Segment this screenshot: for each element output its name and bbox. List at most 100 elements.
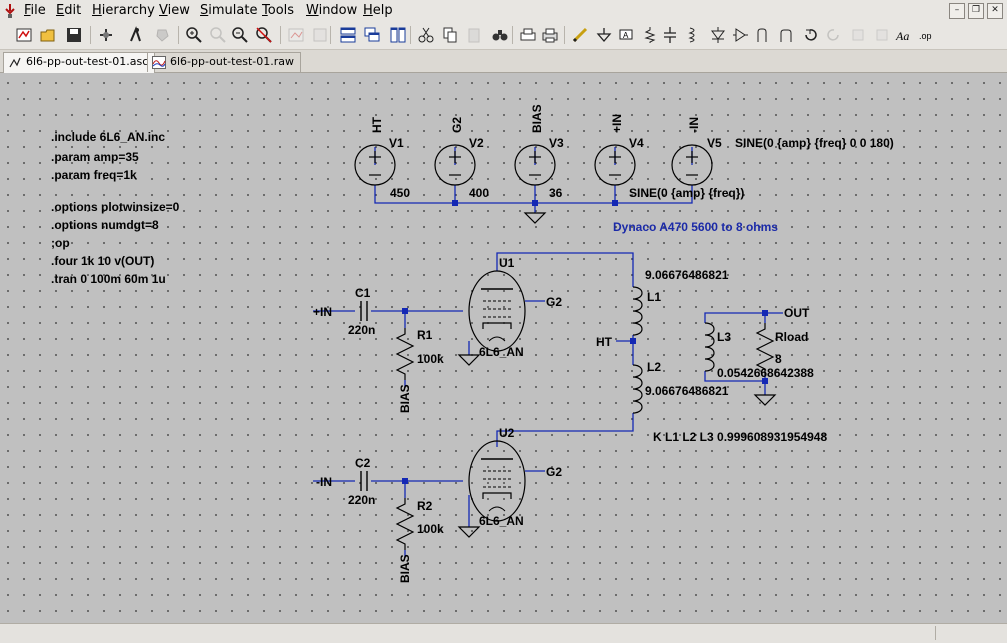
- open-icon[interactable]: [38, 25, 58, 45]
- inductor-l1-value: 9.06676486821: [645, 268, 729, 282]
- halt-icon[interactable]: [152, 25, 172, 45]
- run-icon[interactable]: [14, 25, 34, 45]
- document-tabs: 6l6-pp-out-test-01.asc 6l6-pp-out-test-0…: [0, 50, 1007, 73]
- toolbar-separator: [90, 26, 91, 44]
- inductor-icon[interactable]: [684, 25, 704, 45]
- resistor-r2[interactable]: [396, 497, 414, 551]
- resistor-rload-value: 8: [775, 352, 782, 366]
- junction-dots: [402, 308, 768, 484]
- close-icon[interactable]: ✕: [987, 3, 1003, 19]
- directive-op[interactable]: ;op: [51, 236, 70, 250]
- cascade-icon[interactable]: [362, 25, 382, 45]
- resistor-icon[interactable]: [640, 25, 660, 45]
- tube-u1[interactable]: [468, 270, 526, 352]
- comment-dynaco[interactable]: Dynaco A470 5600 to 8 ohms: [613, 220, 778, 234]
- ground-sources: [524, 212, 546, 224]
- schematic-canvas[interactable]: .include 6L6_AN.inc .param amp=35 .param…: [0, 73, 1007, 623]
- print-setup-icon[interactable]: [518, 25, 538, 45]
- capacitor-c2[interactable]: [360, 471, 368, 491]
- inductor-l1-name: L1: [647, 290, 661, 304]
- print-icon[interactable]: [540, 25, 560, 45]
- source-v3-name: V3: [549, 136, 564, 150]
- component-icon[interactable]: [730, 25, 750, 45]
- find-icon[interactable]: [490, 25, 510, 45]
- net-label-bias: BIAS: [530, 104, 544, 133]
- resistor-r1[interactable]: [396, 327, 414, 381]
- move-icon[interactable]: [752, 25, 772, 45]
- pan-icon[interactable]: [208, 25, 228, 45]
- directive-numdgt[interactable]: .options numdgt=8: [51, 218, 159, 232]
- menu-file[interactable]: File: [24, 3, 46, 18]
- resistor-rload-name: Rload: [775, 330, 808, 344]
- menu-help[interactable]: Help: [363, 3, 393, 18]
- copy-icon[interactable]: [440, 25, 460, 45]
- zoom-in-icon[interactable]: [184, 25, 204, 45]
- source-v1-name: V1: [389, 136, 404, 150]
- run-sim-icon[interactable]: [126, 25, 146, 45]
- net-label-ht: HT: [370, 116, 384, 133]
- directive-param-freq[interactable]: .param freq=1k: [51, 168, 137, 182]
- junction-dots-sources: [452, 200, 618, 206]
- ground-icon[interactable]: [594, 25, 614, 45]
- tab-waveform[interactable]: 6l6-pp-out-test-01.raw: [147, 52, 301, 72]
- menu-view[interactable]: View: [159, 3, 190, 18]
- zoom-cancel-icon[interactable]: [254, 25, 274, 45]
- tab-schematic[interactable]: 6l6-pp-out-test-01.asc: [3, 52, 156, 73]
- menu-hierarchy[interactable]: Hierarchy: [92, 3, 155, 18]
- net-label-u1-bias: BIAS: [398, 384, 412, 413]
- source-v3-value: 36: [549, 186, 563, 200]
- undo-icon[interactable]: [800, 25, 820, 45]
- directive-param-amp[interactable]: .param amp=35: [51, 150, 139, 164]
- zoom-out-icon[interactable]: [230, 25, 250, 45]
- inductor-l2[interactable]: [632, 364, 643, 414]
- inductor-l3[interactable]: [704, 322, 715, 372]
- redo-icon[interactable]: [824, 25, 844, 45]
- net-label-u2-input: -IN: [316, 475, 332, 489]
- ltspice-app-icon: [5, 4, 15, 18]
- capacitor-c1[interactable]: [360, 301, 368, 321]
- ground-u2: [458, 526, 480, 538]
- inductor-l1[interactable]: [632, 286, 643, 336]
- tile-vertical-icon[interactable]: [388, 25, 408, 45]
- coupling-directive[interactable]: K L1 L2 L3 0.999608931954948: [653, 430, 827, 444]
- schematic-icon: [9, 57, 21, 68]
- toolbar-separator: [280, 26, 281, 44]
- menu-tools[interactable]: Tools: [262, 3, 295, 18]
- toolbar-separator: [330, 26, 331, 44]
- menu-window[interactable]: Window: [306, 3, 358, 18]
- paste-icon[interactable]: [464, 25, 484, 45]
- schematic-drawing: .include 6L6_AN.inc .param amp=35 .param…: [51, 104, 894, 583]
- tube-u2[interactable]: [468, 440, 526, 522]
- source-v2-name: V2: [469, 136, 484, 150]
- ascii-icon[interactable]: [310, 25, 330, 45]
- capacitor-icon[interactable]: [660, 25, 680, 45]
- directive-plotwinsize[interactable]: .options plotwinsize=0: [51, 200, 180, 214]
- wire-icon[interactable]: [570, 25, 590, 45]
- waveform-icon: [152, 56, 166, 69]
- toolbar-separator: [564, 26, 565, 44]
- directive-four[interactable]: .four 1k 10 v(OUT): [51, 254, 154, 268]
- spice-directive-icon[interactable]: .op: [916, 25, 936, 45]
- control-panel-icon[interactable]: [96, 25, 116, 45]
- tile-horizontal-icon[interactable]: [338, 25, 358, 45]
- text-icon[interactable]: Aa: [894, 25, 914, 45]
- restore-icon[interactable]: ❐: [968, 3, 984, 19]
- directive-include[interactable]: .include 6L6_AN.inc: [51, 130, 165, 144]
- net-label-u2-g2: G2: [546, 465, 562, 479]
- autorange-icon[interactable]: [286, 25, 306, 45]
- minimize-icon[interactable]: –: [949, 3, 965, 19]
- tube-u1-name: U1: [499, 256, 515, 270]
- cut-icon[interactable]: [416, 25, 436, 45]
- menu-edit[interactable]: Edit: [56, 3, 82, 18]
- directive-tran[interactable]: .tran 0 100m 60m 1u: [51, 272, 166, 286]
- label-net-icon[interactable]: A: [616, 25, 636, 45]
- save-icon[interactable]: [64, 25, 84, 45]
- window-controls: – ❐ ✕: [949, 3, 1003, 19]
- rotate-icon[interactable]: [848, 25, 868, 45]
- mirror-icon[interactable]: [872, 25, 892, 45]
- diode-icon[interactable]: [708, 25, 728, 45]
- net-label-u2-bias: BIAS: [398, 554, 412, 583]
- menu-simulate[interactable]: Simulate: [200, 3, 258, 18]
- drag-icon[interactable]: [776, 25, 796, 45]
- upper-stage-wires: [313, 252, 783, 558]
